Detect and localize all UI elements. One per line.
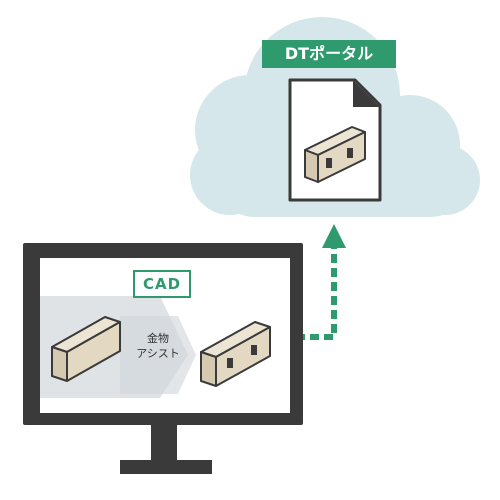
assist-label: 金物 アシスト <box>122 331 194 361</box>
cad-label: CAD <box>133 270 191 298</box>
assist-arrow-head <box>120 316 196 394</box>
dt-portal-label: DTポータル <box>262 40 396 68</box>
assist-label-line1: 金物 <box>147 332 169 345</box>
wood-beam-icon <box>51 316 121 382</box>
beam-with-hardware-icon <box>200 321 271 387</box>
beam-with-hardware-icon <box>304 126 366 183</box>
assist-label-line2: アシスト <box>136 347 180 360</box>
